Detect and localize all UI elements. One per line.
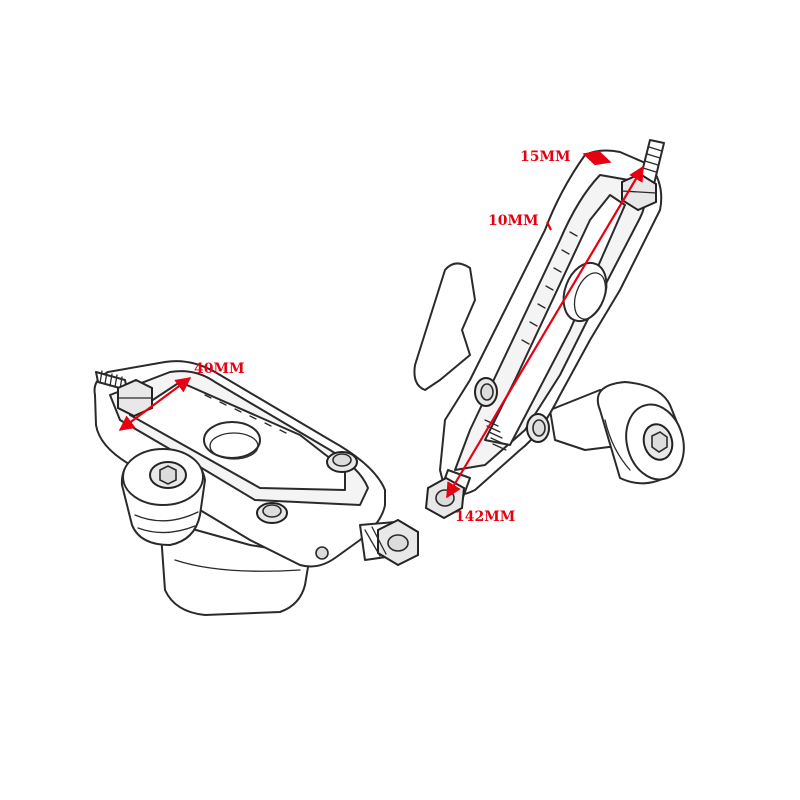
left-base-edge xyxy=(174,559,301,572)
left-axle-hole xyxy=(203,421,261,459)
dim-label-10mm: 10MM xyxy=(488,213,538,229)
dim-label-15mm: 15MM xyxy=(520,149,570,165)
left-axle-hole-inner xyxy=(209,432,259,460)
right-adjuster xyxy=(413,139,685,520)
dim-label-142mm: 142MM xyxy=(455,509,515,525)
left-bolt-top xyxy=(326,451,358,473)
left-front-fitting xyxy=(359,518,419,567)
dimension-labels: 40MM 15MM 10MM 142MM xyxy=(194,149,570,525)
right-bolt-upper xyxy=(474,377,498,407)
left-small-screw xyxy=(315,546,329,560)
left-spool xyxy=(120,448,206,546)
right-spool xyxy=(596,381,685,485)
left-adjuster xyxy=(93,360,419,616)
left-base-block xyxy=(159,519,311,616)
left-bolt-middle xyxy=(256,502,288,524)
dim-15mm-line xyxy=(582,150,612,166)
dim-label-40mm: 40MM xyxy=(194,361,244,377)
dimension-lines xyxy=(118,150,644,499)
right-back-tab xyxy=(413,262,476,391)
right-bolt-lower xyxy=(526,413,550,443)
left-scale-marks xyxy=(204,394,287,434)
dim-142mm-line xyxy=(446,165,644,499)
dim-40mm-line xyxy=(118,377,192,431)
